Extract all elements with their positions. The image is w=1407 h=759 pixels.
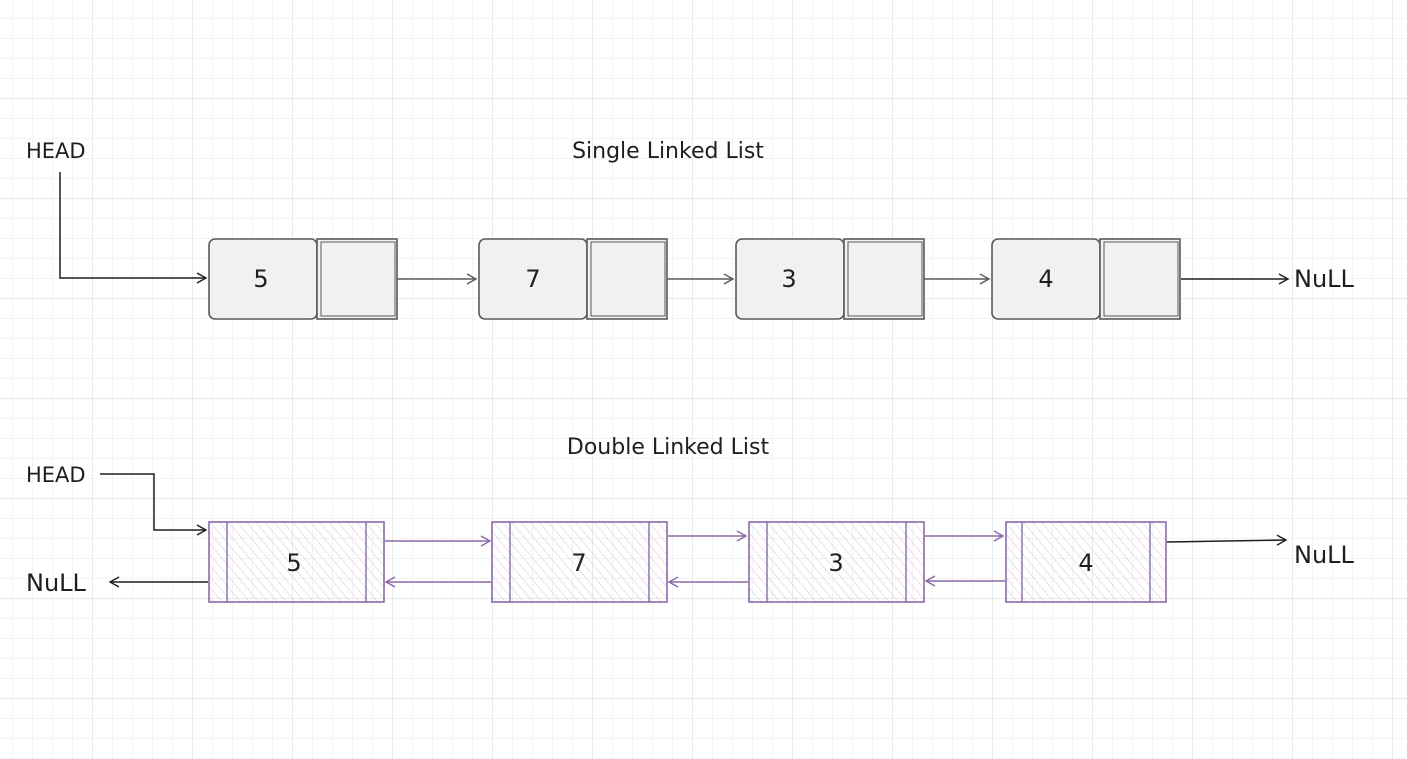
single-node: 5 — [208, 238, 398, 320]
single-node: 4 — [991, 238, 1181, 320]
double-node-box — [208, 521, 385, 603]
double-linked-list: Double Linked List HEAD NuLL 5 7 — [26, 435, 1355, 603]
double-node: 4 — [1005, 521, 1167, 603]
single-node-next-box — [1099, 238, 1181, 320]
single-node-value: 3 — [781, 265, 796, 293]
single-node-next-inner — [320, 241, 396, 317]
double-node-value: 4 — [1078, 549, 1093, 577]
single-node-next-box — [316, 238, 398, 320]
double-node: 3 — [748, 521, 925, 603]
double-head-arrow — [100, 473, 208, 536]
double-tail-arrow — [1166, 534, 1288, 546]
double-node-box — [748, 521, 925, 603]
single-head-arrow — [59, 172, 208, 284]
single-linked-list: Single Linked List HEAD 5 7 — [26, 139, 1355, 320]
double-node-value: 3 — [828, 549, 843, 577]
double-head-label: HEAD — [26, 463, 86, 487]
single-node: 3 — [735, 238, 925, 320]
single-node-next-box — [586, 238, 668, 320]
single-node-value: 7 — [525, 265, 540, 293]
double-node-value: 5 — [286, 549, 301, 577]
double-null-right-label: NuLL — [1294, 541, 1355, 569]
single-head-label: HEAD — [26, 139, 86, 163]
single-list-title: Single Linked List — [572, 139, 764, 164]
double-node: 7 — [491, 521, 668, 603]
single-node-next-inner — [590, 241, 666, 317]
double-node-value: 7 — [571, 549, 586, 577]
double-node-box — [491, 521, 668, 603]
single-node-next-inner — [847, 241, 923, 317]
double-list-title: Double Linked List — [567, 435, 770, 460]
double-node: 5 — [208, 521, 385, 603]
single-null-label: NuLL — [1294, 265, 1355, 293]
single-node-next-inner — [1103, 241, 1179, 317]
single-node-next-box — [843, 238, 925, 320]
double-node-box — [1005, 521, 1167, 603]
single-node: 7 — [478, 238, 668, 320]
single-node-value: 4 — [1038, 265, 1053, 293]
single-node-value: 5 — [253, 265, 268, 293]
double-null-left-label: NuLL — [26, 569, 87, 597]
